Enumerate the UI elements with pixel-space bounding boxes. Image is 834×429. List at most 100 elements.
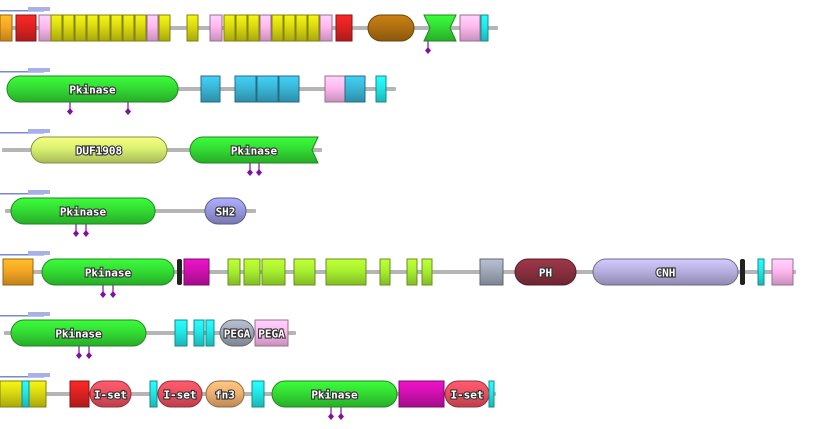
pkinase-domain[interactable]: Pkinase — [10, 319, 147, 347]
site-marker — [76, 346, 82, 359]
kinase-fragment[interactable] — [423, 14, 457, 42]
magenta-block[interactable] — [183, 258, 210, 286]
striped-block[interactable] — [398, 380, 445, 408]
lime-block[interactable] — [379, 258, 391, 286]
black-bracket[interactable] — [177, 259, 182, 285]
domain-label: DUF1908 — [76, 145, 122, 158]
domain-label: Pkinase — [60, 206, 107, 219]
site-marker — [86, 346, 92, 359]
cyan-block[interactable] — [193, 319, 205, 347]
cyan-block[interactable] — [375, 75, 387, 103]
cyan-block[interactable] — [251, 380, 265, 408]
blue-block[interactable] — [479, 258, 504, 286]
blue-block[interactable] — [344, 75, 366, 103]
sh2-domain[interactable]: SH2 — [204, 197, 247, 225]
striped-block[interactable] — [2, 258, 34, 286]
lime-block[interactable] — [421, 258, 433, 286]
iset-domain[interactable]: I-set — [89, 380, 132, 408]
repeat-block-yellow[interactable] — [62, 14, 75, 42]
lime-block[interactable] — [325, 258, 367, 286]
site-marker — [67, 102, 73, 115]
cyan-block[interactable] — [488, 380, 495, 408]
row-header-rule — [0, 193, 44, 195]
lime-block[interactable] — [227, 258, 241, 286]
lime-block[interactable] — [406, 258, 418, 286]
red-striped-block[interactable] — [69, 380, 90, 408]
repeat-block-yellow[interactable] — [134, 14, 147, 42]
repeat-block-yellow[interactable] — [110, 14, 123, 42]
repeat-block-pink[interactable] — [38, 14, 52, 42]
repeat-block-yellow[interactable] — [98, 14, 111, 42]
ph-domain[interactable]: PH — [514, 258, 577, 286]
row-header-rule — [0, 71, 44, 73]
domain-label: I-set — [450, 389, 483, 402]
site-marker — [425, 41, 431, 54]
repeat-block-yellow[interactable] — [307, 14, 320, 42]
domain-label: fn3 — [215, 389, 235, 402]
site-marker — [338, 407, 344, 420]
blue-block[interactable] — [278, 75, 300, 103]
domain-label: I-set — [94, 389, 127, 402]
row-header-rule — [0, 376, 44, 378]
repeat-block-pink[interactable] — [319, 14, 333, 42]
blue-block[interactable] — [234, 75, 257, 103]
repeat-block-pink[interactable] — [146, 14, 159, 42]
domain-label: Pkinase — [69, 84, 116, 97]
cyan-block[interactable] — [757, 258, 765, 286]
repeat-block-yellow[interactable] — [223, 14, 236, 42]
protein-row — [0, 7, 498, 54]
cyan-block[interactable] — [205, 319, 215, 347]
site-marker — [100, 285, 106, 298]
protein-row: Pkinase SH2 — [0, 190, 256, 237]
repeat-block-yellow[interactable] — [235, 14, 248, 42]
repeat-block-yellow[interactable] — [158, 14, 171, 42]
low-complexity-block[interactable] — [459, 14, 481, 42]
cyan-block[interactable] — [21, 380, 30, 408]
repeat-block-yellow[interactable] — [186, 14, 199, 42]
repeat-block-red[interactable] — [15, 14, 37, 42]
pink-block[interactable] — [771, 258, 794, 286]
pkinase-domain[interactable]: Pkinase — [189, 136, 319, 164]
lime-block[interactable] — [261, 258, 286, 286]
cyan-block[interactable] — [174, 319, 188, 347]
repeat-block-pink[interactable] — [259, 14, 272, 42]
duf1908-domain[interactable]: DUF1908 — [30, 136, 168, 164]
pega-domain-box[interactable]: PEGA — [254, 319, 289, 347]
repeat-block-pink[interactable] — [209, 14, 223, 42]
row-header-tab — [28, 251, 50, 255]
repeat-block-yellow[interactable] — [271, 14, 284, 42]
iset-domain[interactable]: I-set — [444, 380, 490, 408]
protein-row: Pkinase PH CNH — [0, 251, 796, 298]
pkinase-domain[interactable]: Pkinase — [10, 197, 156, 225]
cnh-domain[interactable]: CNH — [592, 258, 739, 286]
pink-block[interactable] — [324, 75, 346, 103]
repeat-block-yellow[interactable] — [247, 14, 260, 42]
row-header-rule — [0, 132, 44, 134]
repeat-block-yellow[interactable] — [86, 14, 99, 42]
lime-block[interactable] — [243, 258, 261, 286]
repeat-block-yellow[interactable] — [295, 14, 308, 42]
row-header-tab — [28, 7, 50, 11]
cyan-block[interactable] — [480, 14, 489, 42]
pkinase-domain[interactable]: Pkinase — [6, 75, 179, 103]
repeat-block-yellow[interactable] — [50, 14, 63, 42]
iset-domain[interactable]: I-set — [157, 380, 203, 408]
pkinase-domain[interactable]: Pkinase — [41, 258, 175, 286]
pega-domain[interactable]: PEGA — [219, 319, 255, 347]
protein-row: DUF1908 Pkinase — [0, 129, 322, 176]
brown-domain[interactable] — [367, 14, 415, 42]
blue-block[interactable] — [256, 75, 279, 103]
repeat-block-yellow[interactable] — [74, 14, 87, 42]
blue-block[interactable] — [200, 75, 221, 103]
row-header-tab — [28, 312, 50, 316]
repeat-block-yellow[interactable] — [283, 14, 296, 42]
cyan-block[interactable] — [149, 380, 158, 408]
repeat-block-orange[interactable] — [0, 14, 13, 42]
repeat-block-red[interactable] — [335, 14, 353, 42]
black-bracket[interactable] — [740, 259, 745, 285]
lime-block[interactable] — [293, 258, 316, 286]
pkinase-domain[interactable]: Pkinase — [271, 380, 398, 408]
repeat-block-yellow[interactable] — [122, 14, 135, 42]
fn3-domain[interactable]: fn3 — [205, 380, 245, 408]
